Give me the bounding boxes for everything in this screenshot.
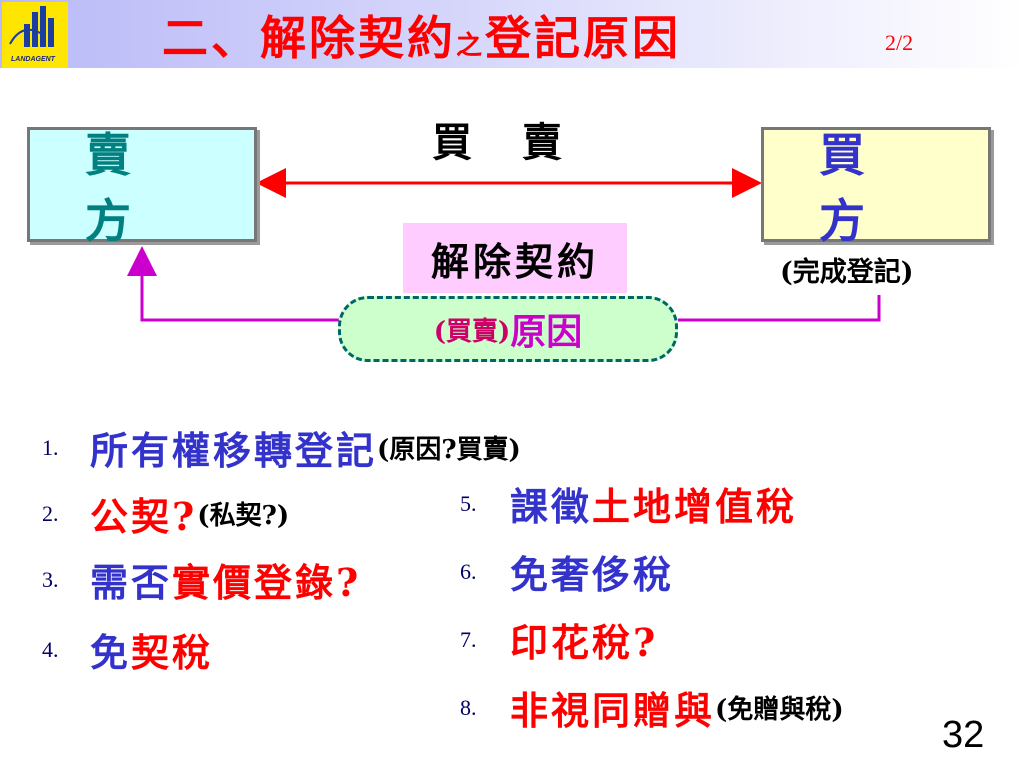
sale-label: 買賣	[432, 119, 612, 166]
title-small: 之	[456, 31, 486, 61]
list-item-3: 3.需否實價登錄?	[42, 560, 362, 605]
seller-box: 賣方	[27, 127, 257, 248]
title-part1: 二、解除契約	[162, 11, 456, 65]
title-part2: 登記原因	[485, 11, 682, 65]
logo-text: LANDAGENT	[11, 56, 55, 63]
buyer-note: (完成登記)	[780, 257, 914, 288]
rescind-contract-label: 解除契約	[403, 223, 627, 293]
landagent-logo: LANDAGENT	[2, 2, 68, 68]
reason-connector-left	[127, 246, 340, 322]
reason-box: (買賣)原因	[338, 296, 678, 362]
reason-paren: (買賣)	[433, 316, 511, 347]
logo-graphic-icon	[9, 6, 54, 47]
buyer-box: 買方	[761, 127, 991, 248]
list-item-2: 2.公契?(私契?)	[42, 494, 290, 539]
reason-connector-right	[678, 295, 881, 322]
list-item-8: 8.非視同贈與(免贈與稅)	[460, 688, 844, 733]
list-item-7: 7.印花稅?	[460, 620, 659, 665]
page-title: 二、解除契約之登記原因	[162, 2, 681, 68]
list-item-5: 5.課徵土地增值稅	[460, 484, 798, 529]
reason-main: 原因	[510, 311, 583, 353]
page-indicator: 2/2	[885, 30, 914, 55]
list-item-1: 1.所有權移轉登記(原因?買賣)	[42, 428, 521, 473]
header-bar	[0, 0, 1024, 68]
list-item-6: 6.免奢侈稅	[460, 552, 675, 597]
list-item-4: 4.免契稅	[42, 630, 214, 675]
slide-number: 32	[942, 714, 985, 756]
